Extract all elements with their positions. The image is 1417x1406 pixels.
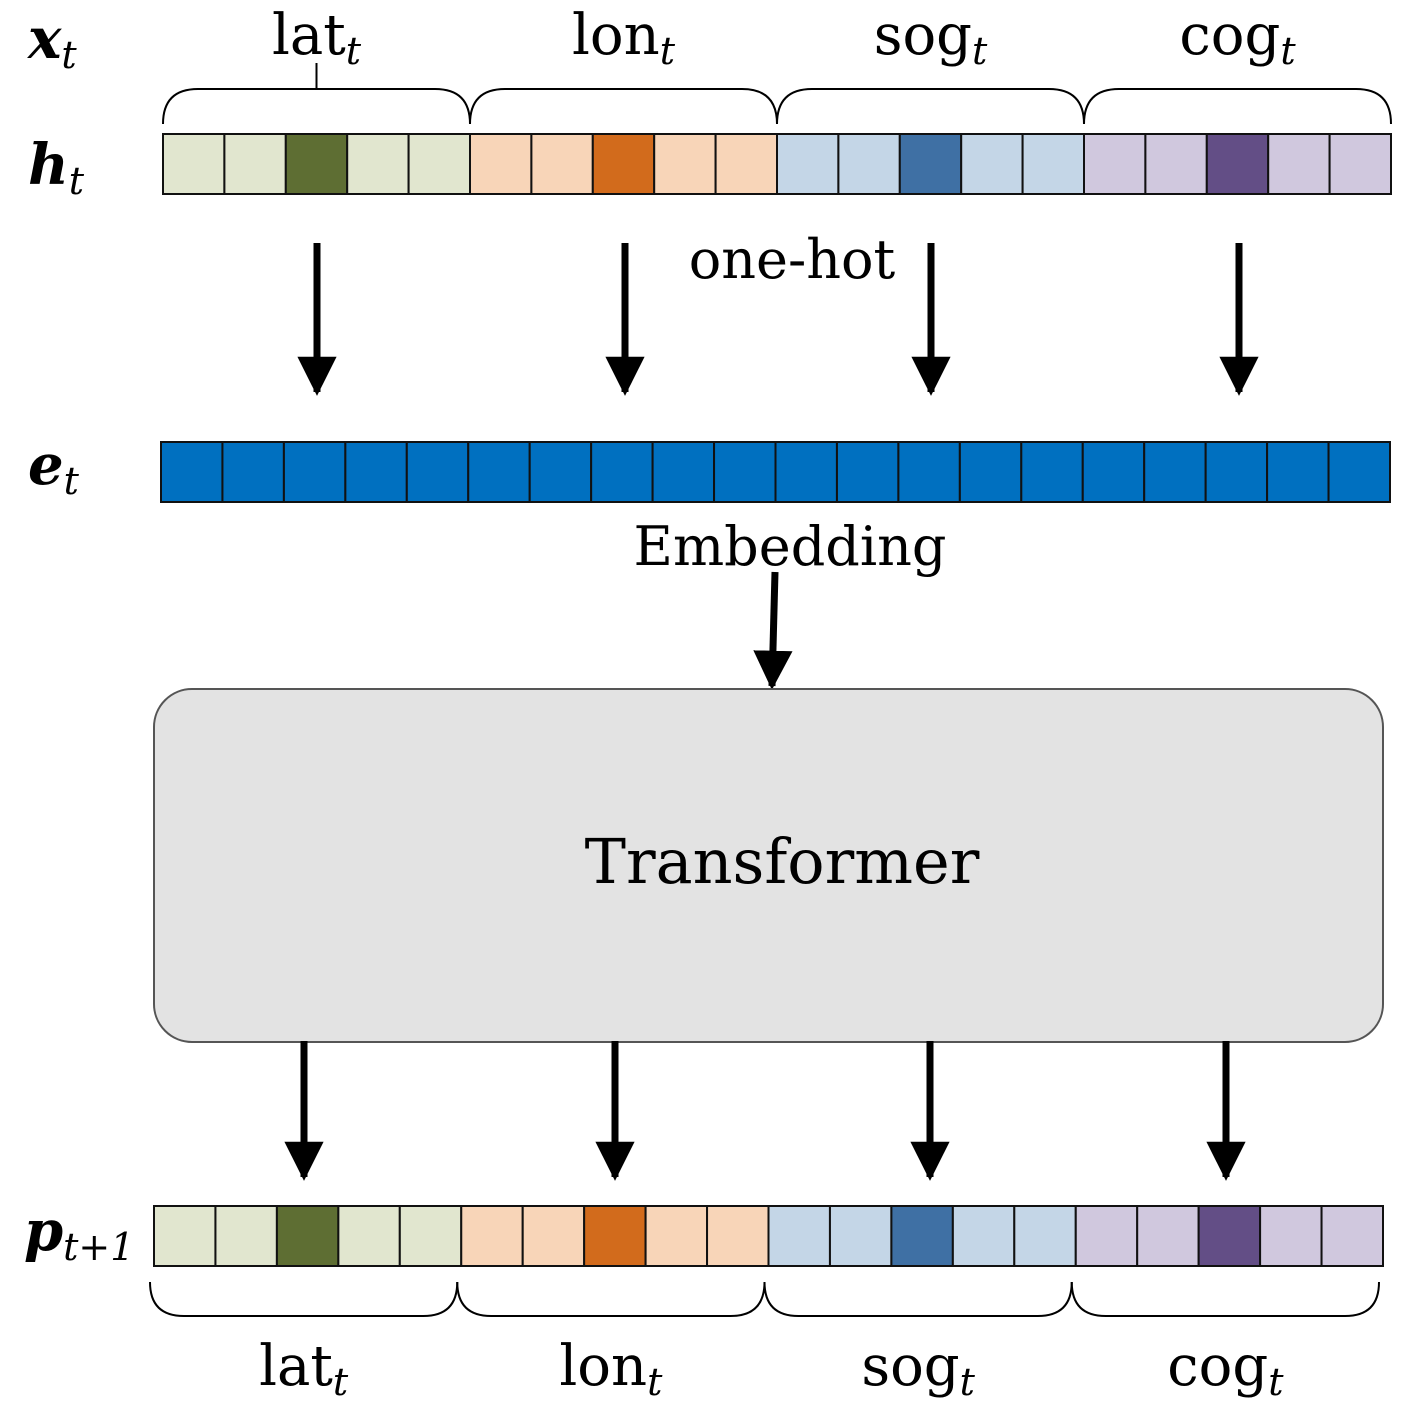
top-braces <box>162 63 1392 125</box>
row-x-symbol: xt <box>27 6 77 77</box>
e-cell-1 <box>221 441 285 503</box>
h-cell-lat-2 <box>284 133 349 195</box>
h-cell-lon-2 <box>591 133 656 195</box>
e-cell-6 <box>528 441 593 503</box>
p-cell-lat-3 <box>337 1205 401 1267</box>
p-cell-lat-0 <box>153 1205 217 1267</box>
transformer-block <box>153 688 1384 1043</box>
p-cell-lon-3 <box>644 1205 709 1267</box>
p-cell-lon-1 <box>521 1205 586 1267</box>
p-cell-cog-1 <box>1136 1205 1200 1267</box>
top-brace-cog <box>1083 88 1392 125</box>
p-cell-lon-0 <box>460 1205 524 1267</box>
p-cell-sog-1 <box>828 1205 893 1267</box>
e-cell-3 <box>344 441 408 503</box>
p-cell-sog-0 <box>767 1205 831 1267</box>
p-cell-lon-2 <box>583 1205 647 1267</box>
p-cell-sog-4 <box>1013 1205 1077 1267</box>
top-brace-sog <box>776 88 1085 125</box>
h-cell-cog-4 <box>1328 133 1392 195</box>
p-cell-lat-2 <box>275 1205 340 1267</box>
e-cell-0 <box>160 441 224 503</box>
e-cell-13 <box>958 441 1023 503</box>
p-cell-lon-4 <box>706 1205 770 1267</box>
embedding-arrow <box>753 571 793 690</box>
bottom-brace-lat <box>149 1281 459 1317</box>
e-cell-17 <box>1204 441 1269 503</box>
top-group-labels: latt lont sogt cogt <box>272 3 1296 73</box>
top-brace-lat <box>162 88 471 125</box>
top-label-sog: sogt <box>874 3 988 73</box>
h-cell-sog-3 <box>960 133 1024 195</box>
h-cell-sog-4 <box>1021 133 1085 195</box>
h-cell-sog-0 <box>776 133 840 195</box>
e-cell-7 <box>590 441 654 503</box>
e-cell-18 <box>1266 441 1330 503</box>
e-cell-4 <box>405 441 470 503</box>
top-label-lat: latt <box>272 3 362 73</box>
output-arrows <box>284 1041 1246 1181</box>
h-cell-sog-1 <box>837 133 901 195</box>
h-cell-lat-0 <box>162 133 226 195</box>
top-label-cog: cogt <box>1179 3 1296 73</box>
e-cell-16 <box>1143 441 1207 503</box>
top-label-lon: lont <box>572 3 676 73</box>
e-cell-15 <box>1081 441 1146 503</box>
h-cell-lon-4 <box>714 133 778 195</box>
e-cell-9 <box>713 441 777 503</box>
p-cell-cog-4 <box>1320 1205 1385 1267</box>
h-cell-lat-1 <box>223 133 287 195</box>
p-cell-sog-3 <box>951 1205 1016 1267</box>
e-cell-12 <box>897 441 961 503</box>
h-cell-cog-3 <box>1267 133 1331 195</box>
bottom-group-labels: latt lont sogt cogt <box>259 1334 1284 1404</box>
e-cell-19 <box>1327 441 1392 503</box>
h-cell-lon-3 <box>653 133 717 195</box>
e-cell-10 <box>774 441 838 503</box>
bottom-label-cog: cogt <box>1167 1334 1284 1404</box>
e-cell-5 <box>467 441 531 503</box>
bottom-braces <box>149 1281 1380 1317</box>
row-e-symbol: et <box>28 432 80 503</box>
p-cell-sog-2 <box>890 1205 954 1267</box>
p-cell-cog-3 <box>1259 1205 1323 1267</box>
e-cell-2 <box>282 441 347 503</box>
p-cell-cog-0 <box>1074 1205 1139 1267</box>
top-brace-lon <box>469 88 778 125</box>
h-vector <box>162 133 1392 195</box>
h-cell-lon-0 <box>469 133 533 195</box>
p-cell-cog-2 <box>1197 1205 1262 1267</box>
h-cell-sog-2 <box>898 133 963 195</box>
bottom-brace-cog <box>1070 1281 1380 1317</box>
h-cell-lat-3 <box>346 133 410 195</box>
h-cell-cog-1 <box>1144 133 1208 195</box>
h-cell-lat-4 <box>407 133 472 195</box>
e-vector <box>160 441 1392 503</box>
bottom-brace-lon <box>456 1281 766 1317</box>
bottom-brace-sog <box>763 1281 1073 1317</box>
one-hot-arrows <box>297 243 1259 396</box>
h-cell-lon-1 <box>530 133 594 195</box>
embedding-label: Embedding <box>634 515 947 578</box>
e-cell-8 <box>651 441 716 503</box>
bottom-label-lon: lont <box>559 1334 663 1404</box>
row-p-symbol: pt+1 <box>24 1198 134 1269</box>
one-hot-label: one-hot <box>689 228 896 291</box>
bottom-label-sog: sogt <box>861 1334 975 1404</box>
h-cell-cog-2 <box>1205 133 1270 195</box>
bottom-label-lat: latt <box>259 1334 349 1404</box>
transformer-label: Transformer <box>585 825 980 898</box>
h-cell-cog-0 <box>1083 133 1147 195</box>
e-cell-14 <box>1020 441 1084 503</box>
p-cell-lat-1 <box>214 1205 278 1267</box>
e-cell-11 <box>835 441 900 503</box>
p-cell-lat-4 <box>398 1205 463 1267</box>
row-h-symbol: ht <box>28 132 85 203</box>
p-vector <box>153 1205 1385 1267</box>
